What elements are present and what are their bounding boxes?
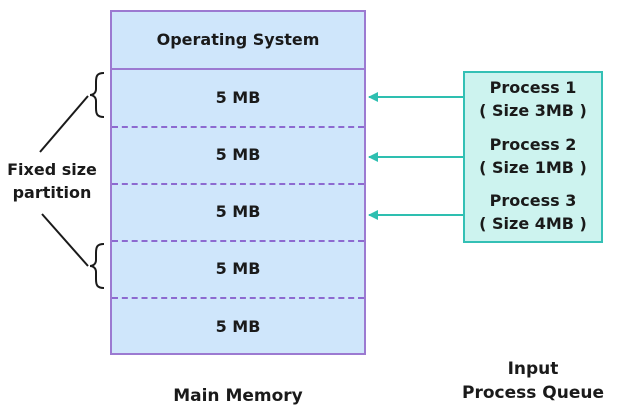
lower-brace-icon <box>89 243 105 289</box>
partition-5-label: 5 MB <box>215 317 261 336</box>
partition-1-label: 5 MB <box>215 88 261 107</box>
partition-divider <box>112 183 364 185</box>
process-1-size: ( Size 3MB ) <box>479 101 587 120</box>
upper-brace-icon <box>89 72 105 118</box>
annotation-line1: Fixed size <box>7 160 97 179</box>
process-2-size: ( Size 1MB ) <box>479 158 587 177</box>
process-1-name: Process 1 <box>489 78 577 97</box>
main-memory-block: Operating System 5 MB 5 MB 5 MB 5 MB 5 M… <box>110 10 366 355</box>
process-2-name: Process 2 <box>489 135 577 154</box>
queue-caption-line1: Input <box>507 359 559 379</box>
process-3-size: ( Size 4MB ) <box>479 214 587 233</box>
main-memory-caption: Main Memory <box>173 386 303 406</box>
partition-divider <box>112 240 364 242</box>
queue-caption-line2: Process Queue <box>461 383 604 403</box>
fixed-partition-annotation: Fixed size partition <box>2 158 102 204</box>
os-label: Operating System <box>156 30 320 49</box>
partition-2-label: 5 MB <box>215 145 261 164</box>
annotation-line2: partition <box>12 183 92 202</box>
process-3-name: Process 3 <box>489 191 577 210</box>
partition-divider <box>112 126 364 128</box>
partition-divider <box>112 297 364 299</box>
queue-caption: Input Process Queue <box>449 357 617 405</box>
os-divider <box>112 68 364 70</box>
input-process-queue: Process 1 ( Size 3MB ) Process 2 ( Size … <box>463 71 603 243</box>
partition-4-label: 5 MB <box>215 259 261 278</box>
annotation-line-lower <box>41 213 89 267</box>
partition-3-label: 5 MB <box>215 202 261 221</box>
annotation-line-upper <box>39 95 89 153</box>
